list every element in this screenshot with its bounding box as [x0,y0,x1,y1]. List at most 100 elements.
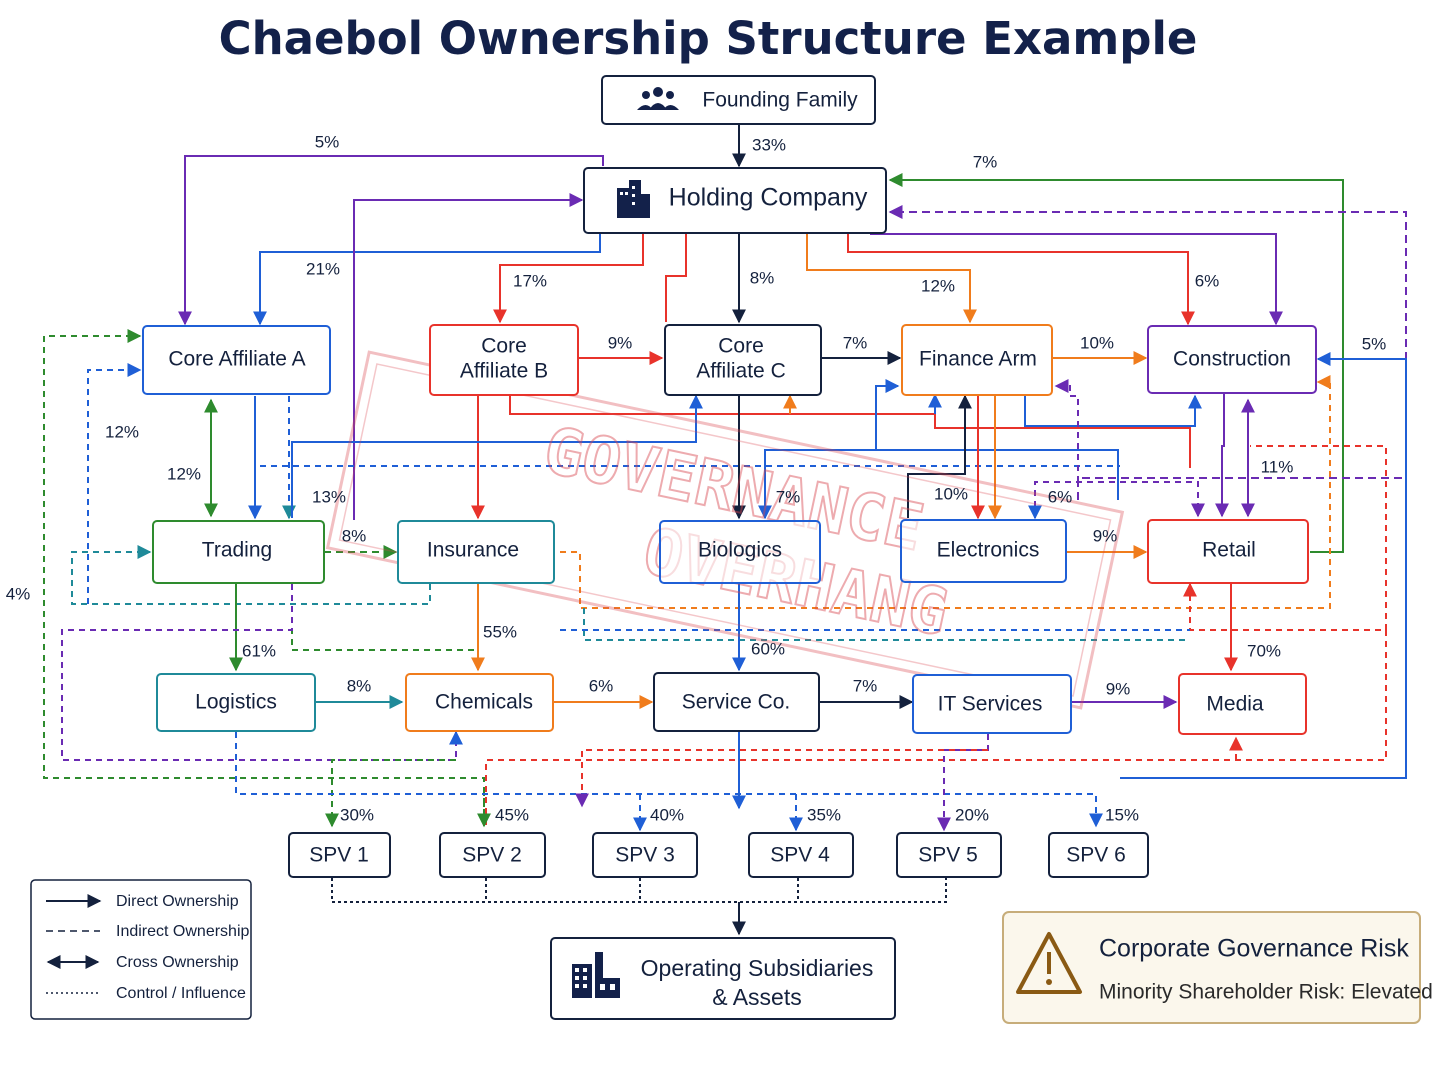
legend-cross-label: Cross Ownership [116,954,239,971]
edge-holding-corec-red [665,234,687,322]
legend: Direct Ownership Indirect Ownership Cros… [30,879,252,1020]
node-chemicals[interactable]: Chemicals [405,673,554,732]
edge-trading-dashed [291,584,476,651]
label-trading-insurance: 8% [342,526,367,545]
edge-corec-trading [291,394,703,518]
label-holding-corea: 21% [306,259,340,278]
node-spv-6[interactable]: SPV 6 [1048,832,1149,878]
node-label-spv-2: SPV 2 [462,844,522,867]
node-label-construction: Construction [1173,348,1291,371]
node-core-affiliate-b[interactable]: Core Affiliate B [429,324,579,396]
governance-risk-callout: Corporate Governance Risk Minority Share… [1002,911,1433,1024]
node-label-spv-4: SPV 4 [770,844,830,867]
legend-control-label: Control / Influence [116,985,246,1002]
risk-title: Corporate Governance Risk [1099,935,1409,963]
edge-orange-right-dashed [560,375,1331,609]
label-finance-construction: 10% [1080,333,1114,352]
label-holding-construction: 6% [1195,271,1220,290]
node-logistics[interactable]: Logistics [156,673,316,732]
edge-holding-construction-purple [870,233,1283,326]
label-spv5: 20% [955,805,989,824]
node-label-founding-family: Founding Family [702,89,858,112]
edge-construction-retail-purple [1215,394,1229,518]
node-label-spv-5: SPV 5 [918,844,978,867]
node-it-services[interactable]: IT Services [912,674,1072,734]
node-label-spv-6: SPV 6 [1066,844,1126,867]
node-label-finance-arm: Finance Arm [919,348,1037,371]
edge-holding-corea-purple [178,155,604,326]
node-label-core-affiliate-a: Core Affiliate A [168,348,305,371]
node-biologics[interactable]: Biologics [659,520,821,584]
node-label-service-co: Service Co. [682,691,791,714]
legend-direct-label: Direct Ownership [116,893,239,910]
label-logistics-chemicals: 8% [347,676,372,695]
edge-spv3 [235,732,1103,828]
label-spv6: 15% [1105,805,1139,824]
node-label-retail: Retail [1202,539,1256,562]
legend-indirect-label: Indirect Ownership [116,923,249,940]
label-holding-corea-purple: 5% [315,132,340,151]
edge-labels: 33% 5% 21% 17% 8% 12% 6% 7% 5% 9% 7% 10%… [6,132,1387,824]
people-icon [637,87,679,110]
node-label-operating-line2: & Assets [712,984,801,1010]
label-chemicals-service: 6% [589,676,614,695]
label-spv3: 40% [650,805,684,824]
node-operating-subsidiaries[interactable]: Operating Subsidiaries & Assets [550,937,896,1020]
node-trading[interactable]: Trading [152,520,325,584]
node-spv-5[interactable]: SPV 5 [896,832,1002,878]
node-founding-family[interactable]: Founding Family [601,75,876,125]
node-core-affiliate-a[interactable]: Core Affiliate A [142,325,331,395]
edge-purple-left-dashed [61,584,463,761]
node-label-spv-3: SPV 3 [615,844,675,867]
label-family-holding: 33% [752,135,786,154]
edge-finance-construction-blue [1024,394,1202,427]
node-label-biologics: Biologics [698,539,782,562]
label-biologics: 7% [776,487,801,506]
node-label-logistics: Logistics [195,691,277,714]
label-electronics-retail: 9% [1093,526,1118,545]
node-holding-company[interactable]: Holding Company [583,167,887,234]
edge-finance-blue [875,379,900,450]
label-spv2: 45% [495,805,529,824]
label-insurance-trading: 13% [312,487,346,506]
edge-biologics-finance [758,449,1119,520]
node-insurance[interactable]: Insurance [397,520,555,584]
node-label-core-affiliate-c-line2: Affiliate C [696,360,786,383]
node-spv-3[interactable]: SPV 3 [592,832,698,878]
node-electronics[interactable]: Electronics [900,519,1067,583]
edge-coreb-finance-red [509,395,935,415]
node-construction[interactable]: Construction [1147,325,1317,394]
node-media[interactable]: Media [1178,673,1307,735]
edge-retail-holding [888,173,1344,553]
node-label-electronics: Electronics [937,539,1040,562]
label-biologics-service: 60% [751,639,785,658]
node-spv-2[interactable]: SPV 2 [439,832,546,878]
nodes: Founding Family Holding Company Core Aff… [142,75,1317,1020]
node-label-media: Media [1206,693,1264,716]
node-service-co[interactable]: Service Co. [653,672,820,732]
label-spv4: 35% [807,805,841,824]
edge-left-outer [43,329,485,826]
label-service-it: 7% [853,676,878,695]
label-corec-finance: 7% [843,333,868,352]
node-label-holding-company: Holding Company [669,184,868,212]
label-insurance-chemicals: 55% [483,622,517,641]
node-spv-1[interactable]: SPV 1 [288,832,391,878]
label-corea-trading: 12% [167,464,201,483]
label-corea-left: 12% [105,422,139,441]
node-finance-arm[interactable]: Finance Arm [901,324,1053,396]
edge-insurance-holding [353,193,584,520]
node-retail[interactable]: Retail [1147,519,1309,584]
label-spv1: 30% [340,805,374,824]
node-label-core-affiliate-b-line1: Core [481,335,527,358]
node-core-affiliate-c[interactable]: Core Affiliate C [664,324,822,396]
edge-dashed-holding [888,205,1407,500]
label-holding-finance: 12% [921,276,955,295]
edge-holding-construction [847,234,1195,326]
node-spv-4[interactable]: SPV 4 [748,832,854,878]
edge-electronics-finance-navy [907,394,972,518]
edge-finance-dashed-up [1054,379,1079,482]
label-coreb-corec: 9% [608,333,633,352]
edge-holding-finance [806,234,977,324]
label-construction-retail: 11% [1261,457,1294,476]
